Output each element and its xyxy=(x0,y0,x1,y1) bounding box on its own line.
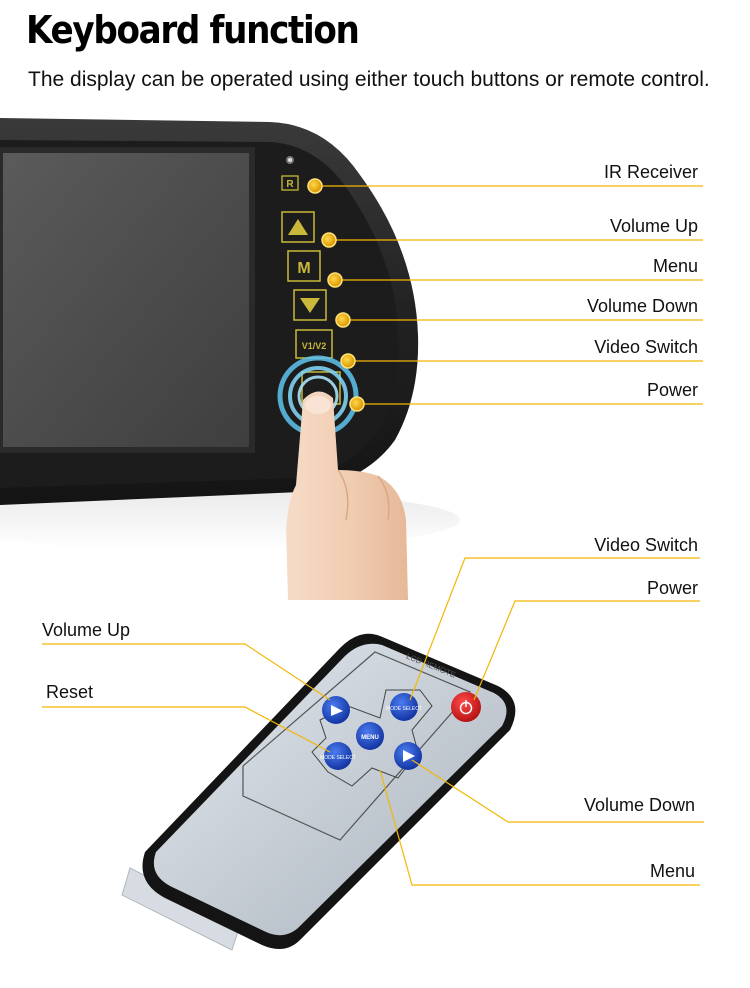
remote-reset-button[interactable] xyxy=(324,742,352,770)
remote-video-switch-button[interactable] xyxy=(390,693,418,721)
monitor-video-key-label: V1/V2 xyxy=(302,341,327,351)
remote-callout-lines xyxy=(42,557,704,886)
remote-menu-key-label: MENU xyxy=(361,735,379,741)
remote-callout-power: Power xyxy=(646,578,698,598)
monitor-volume-down-button[interactable] xyxy=(293,289,327,321)
remote-menu-button[interactable] xyxy=(356,722,384,750)
ir-mark: R xyxy=(286,179,294,190)
remote-control: LCD REMOTE MODE SELECT MENU MODE SELECT xyxy=(121,633,516,951)
remote-callout-menu: Menu xyxy=(649,861,695,881)
arrow-icon xyxy=(403,750,415,762)
callout-video-switch: Video Switch xyxy=(594,337,698,357)
remote-callout-video-switch: Video Switch xyxy=(594,535,698,555)
remote-callout-volume-up: Volume Up xyxy=(42,620,131,640)
triangle-down-icon xyxy=(300,298,320,313)
remote-callout-reset: Reset xyxy=(46,682,94,702)
callout-volume-down: Volume Down xyxy=(586,296,698,316)
callout-menu: Menu xyxy=(652,256,698,276)
pointing-finger-icon xyxy=(286,391,408,600)
monitor-menu-key-label: M xyxy=(297,260,310,277)
monitor-volume-up-button[interactable] xyxy=(281,211,315,243)
callout-ir-receiver: IR Receiver xyxy=(603,162,698,182)
remote-callout-volume-down: Volume Down xyxy=(583,795,695,815)
ir-receiver-icon xyxy=(281,175,299,191)
monitor-screen xyxy=(0,150,252,450)
remote-video-key-label: MODE SELECT xyxy=(386,706,422,712)
page-subtitle: The display can be operated using either… xyxy=(28,68,710,91)
monitor-callout-lines xyxy=(315,185,703,405)
monitor-callout-dots xyxy=(307,178,365,412)
page-title: Keyboard function xyxy=(26,8,360,52)
triangle-up-icon xyxy=(288,219,308,235)
callout-power: Power xyxy=(646,380,698,400)
rearview-monitor: R M V1/V2 xyxy=(0,118,460,550)
remote-mode-key-label: MODE SELECT xyxy=(320,755,356,761)
callout-volume-up: Volume Up xyxy=(609,216,698,236)
arrow-icon xyxy=(331,705,343,716)
monitor-menu-button[interactable] xyxy=(287,250,321,282)
